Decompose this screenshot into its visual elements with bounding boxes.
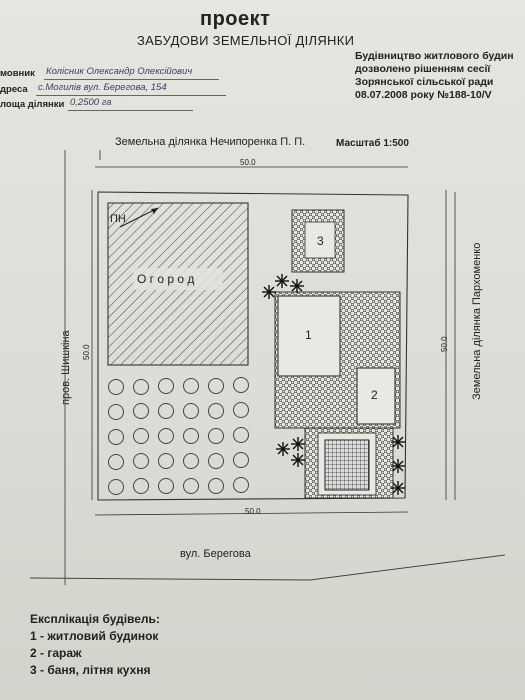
- street-bottom-label: вул. Берегова: [180, 548, 251, 560]
- customer-label: мовник: [0, 68, 35, 79]
- orchard-trees: [108, 377, 249, 495]
- building-3-number: 3: [317, 234, 324, 248]
- building-1-house: [277, 295, 341, 377]
- area-value: 0,2500 га: [70, 97, 112, 108]
- shrubs: [262, 274, 405, 495]
- gate-area: [324, 439, 370, 491]
- legend-item-2: 2 - гараж: [30, 646, 82, 660]
- legend-item-3: 3 - баня, літня кухня: [30, 663, 151, 677]
- dim-top: 50.0: [240, 158, 256, 167]
- address-value: с.Могилів вул. Берегова, 154: [38, 82, 167, 93]
- scale-label: Масштаб 1:500: [336, 138, 409, 149]
- legend-title: Експлікація будівель:: [30, 612, 160, 626]
- permit-line-4: 08.07.2008 року №188-10/V: [355, 89, 492, 101]
- plot-boundary: [97, 191, 409, 501]
- document-subtitle: ЗАБУДОВИ ЗЕМЕЛЬНОЇ ДІЛЯНКИ: [137, 33, 355, 48]
- garden-label: О г о р о д: [137, 272, 195, 286]
- north-mark: ПН: [110, 213, 126, 225]
- area-label: лоща ділянки: [0, 99, 65, 110]
- legend-item-1: 1 - житловий будинок: [30, 629, 159, 643]
- address-label: дреса: [0, 84, 28, 95]
- permit-line-3: Зорянської сільської ради: [355, 76, 494, 88]
- building-1-number: 1: [305, 328, 312, 342]
- address-underline: [36, 95, 226, 96]
- street-line: [29, 554, 506, 581]
- neighbor-top-label: Земельна ділянка Нечипоренка П. П.: [115, 136, 306, 148]
- building-2-number: 2: [371, 388, 378, 402]
- dim-bottom: 50.0: [245, 507, 261, 516]
- customer-underline: [44, 79, 219, 80]
- customer-value: Колісник Олександр Олексійович: [46, 66, 193, 77]
- area-underline: [68, 110, 193, 111]
- document-title: проект: [200, 8, 271, 30]
- permit-line-1: Будівництво житлового будин: [355, 50, 514, 62]
- building-2-garage: [356, 367, 396, 425]
- permit-line-2: дозволено рішенням сесії: [355, 63, 491, 75]
